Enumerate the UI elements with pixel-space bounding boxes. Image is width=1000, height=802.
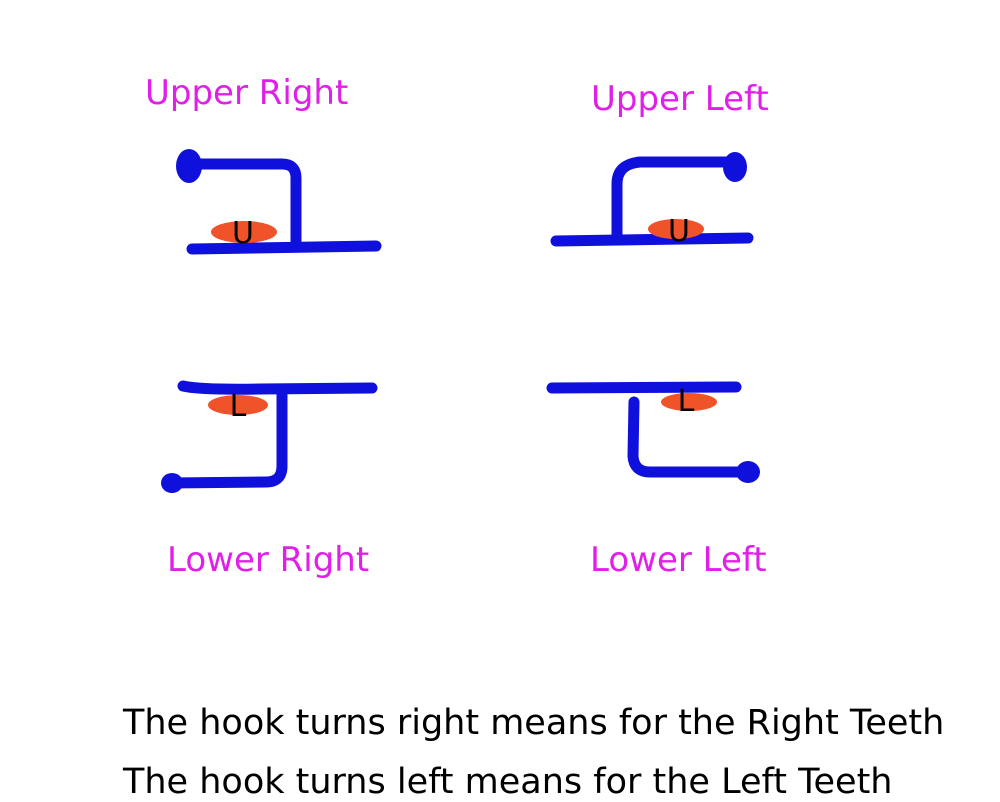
- upper-right-hook: [182, 158, 382, 255]
- lower-left-hook-arm: [627, 396, 754, 478]
- lower-left-marker: L: [661, 384, 717, 419]
- lower-left-marker-letter: L: [678, 384, 695, 419]
- upper-left-marker: U: [648, 214, 704, 249]
- caption-right-teeth: The hook turns right means for the Right…: [123, 703, 945, 743]
- lower-left-label: Lower Left: [590, 540, 767, 580]
- upper-left-marker-shape: [648, 219, 704, 239]
- upper-left-hook: [550, 156, 754, 247]
- upper-left-hook-bar: [550, 232, 754, 247]
- caption-left-teeth: The hook turns left means for the Left T…: [123, 762, 893, 802]
- lower-right-hook-bar: [177, 380, 378, 395]
- lower-left-hook-bar: [546, 381, 742, 394]
- upper-left-marker-letter: U: [668, 214, 690, 249]
- lower-right-marker-letter: L: [230, 389, 247, 424]
- lower-right-hook-end: [161, 473, 183, 493]
- upper-right-label: Upper Right: [145, 73, 349, 113]
- upper-right-marker: U: [211, 216, 277, 251]
- lower-right-hook: [164, 380, 378, 489]
- upper-right-marker-letter: U: [232, 216, 254, 251]
- lower-left-marker-shape: [661, 393, 717, 411]
- lower-right-label: Lower Right: [167, 540, 370, 580]
- upper-left-label: Upper Left: [591, 79, 769, 119]
- lower-left-hook: [546, 381, 754, 478]
- lower-right-marker-shape: [208, 395, 268, 415]
- upper-left-hook-end: [723, 152, 747, 182]
- lower-right-hook-arm: [164, 387, 288, 489]
- upper-right-marker-shape: [211, 221, 277, 243]
- upper-right-hook-end: [176, 149, 202, 183]
- upper-right-hook-arm: [182, 158, 302, 247]
- upper-left-hook-arm: [611, 156, 740, 242]
- upper-right-hook-bar: [186, 240, 382, 255]
- lower-right-marker: L: [208, 389, 268, 424]
- lower-left-hook-end: [736, 461, 760, 483]
